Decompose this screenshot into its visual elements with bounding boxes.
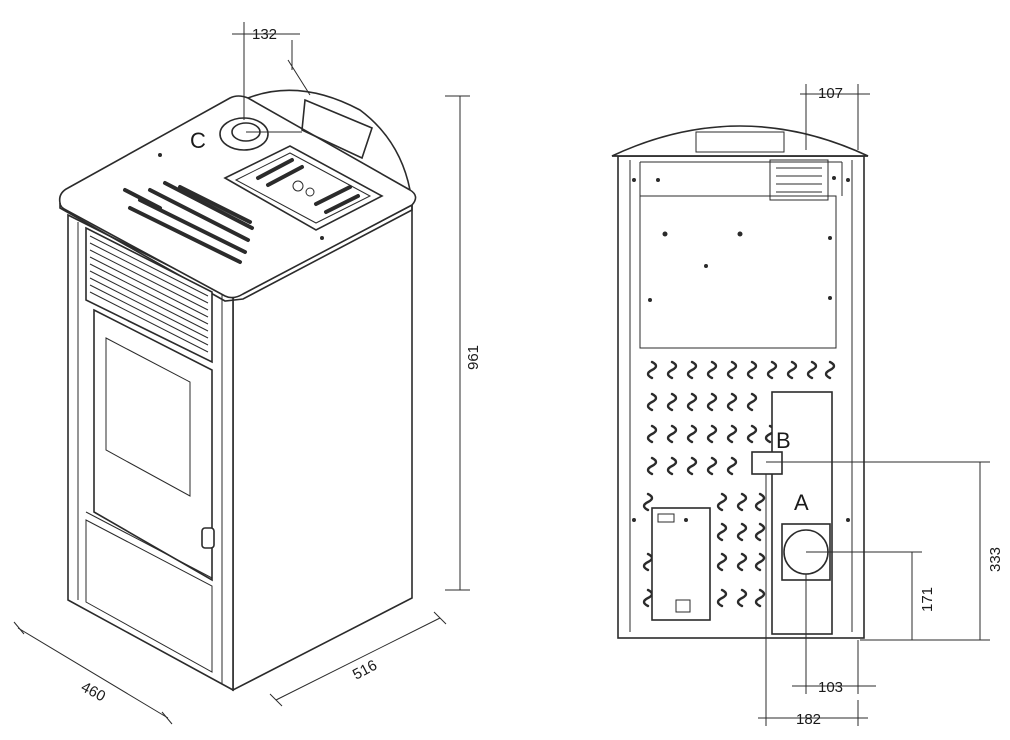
flue-duct bbox=[771, 391, 833, 635]
hood-grille bbox=[301, 98, 373, 160]
connection-a-label: A bbox=[794, 490, 809, 515]
dim-333: 333 bbox=[766, 461, 1004, 641]
rear-vent bbox=[769, 159, 829, 201]
dim-182: 182 bbox=[758, 474, 868, 728]
stove-rear-view: B A bbox=[611, 125, 869, 639]
control-board bbox=[651, 507, 711, 621]
rear-inner-panel bbox=[639, 195, 837, 349]
fire-door bbox=[93, 308, 213, 582]
svg-text:107: 107 bbox=[818, 85, 843, 102]
connection-c-label: C bbox=[190, 128, 206, 153]
svg-text:333: 333 bbox=[987, 547, 1004, 572]
svg-text:961: 961 bbox=[465, 345, 482, 370]
dim-132: 132 bbox=[232, 22, 311, 120]
ash-panel bbox=[85, 519, 213, 673]
connection-b bbox=[751, 451, 783, 475]
front-grille bbox=[85, 226, 213, 364]
hopper-lid bbox=[223, 145, 384, 231]
svg-text:103: 103 bbox=[818, 679, 843, 696]
dim-171: 171 bbox=[806, 551, 936, 641]
heat-exchanger-coils bbox=[642, 360, 836, 608]
dim-103: 103 bbox=[792, 574, 876, 696]
svg-text:171: 171 bbox=[919, 587, 936, 612]
stove-3d-view: C bbox=[58, 89, 417, 692]
door-glass bbox=[105, 337, 191, 497]
svg-text:132: 132 bbox=[252, 26, 277, 43]
top-surface bbox=[58, 95, 417, 299]
dim-961: 961 bbox=[445, 95, 482, 591]
svg-text:182: 182 bbox=[796, 711, 821, 728]
grille-louvres bbox=[89, 235, 209, 353]
svg-text:460: 460 bbox=[78, 679, 108, 706]
rear-cap bbox=[611, 125, 869, 157]
connection-b-label: B bbox=[776, 428, 791, 453]
rear-hood bbox=[247, 89, 411, 191]
dim-107: 107 bbox=[800, 84, 870, 150]
door-handle bbox=[201, 527, 215, 549]
